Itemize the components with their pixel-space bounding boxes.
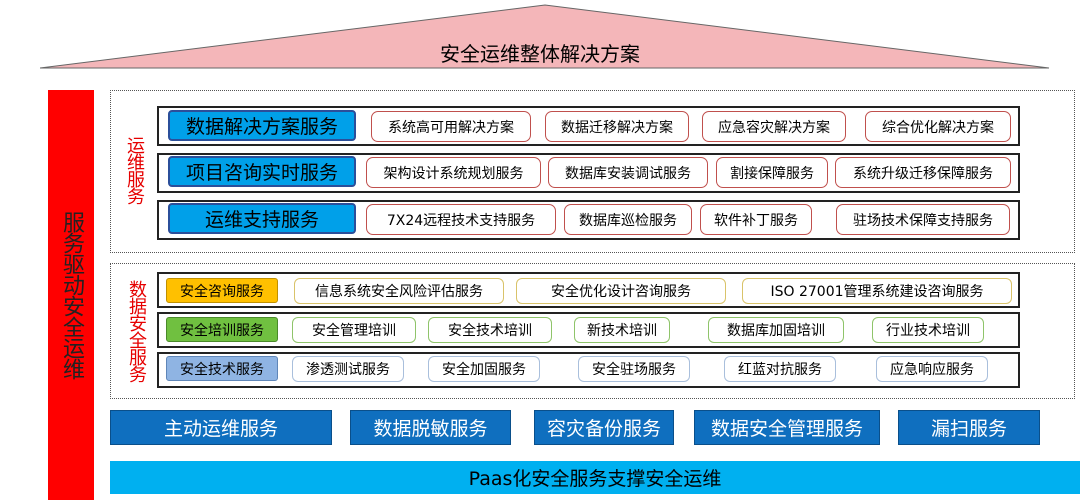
vuln-scan-service: 漏扫服务 [898,410,1040,445]
ops-item: 割接保障服务 [716,157,828,188]
ops-support-service: 运维支持服务 [168,203,356,234]
data-security-mgmt-service: 数据安全管理服务 [694,410,880,445]
sec-item: 红蓝对抗服务 [724,356,836,382]
ops-item: 数据迁移解决方案 [545,111,689,142]
sec-item: 安全管理培训 [292,317,416,343]
sec-item: 新技术培训 [574,317,670,343]
sec-item: 应急响应服务 [876,356,988,382]
security-consulting-service: 安全咨询服务 [166,278,278,303]
paas-bar: Paas化安全服务支撑安全运维 [110,461,1080,494]
disaster-backup-service: 容灾备份服务 [534,410,674,445]
sec-item: 安全技术培训 [428,317,552,343]
ops-item: 驻场技术保障支持服务 [836,204,1010,235]
ops-item: 应急容灾解决方案 [702,111,846,142]
ops-section-label: 运维服务 [124,136,145,204]
sec-item: 信息系统安全风险评估服务 [294,278,504,304]
ops-item: 数据库巡检服务 [564,204,692,235]
left-red-bar [48,90,94,500]
ops-item: 系统高可用解决方案 [371,111,531,142]
sec-item: ISO 27001管理系统建设咨询服务 [742,278,1012,304]
roof-shape [40,4,1050,69]
ops-item: 综合优化解决方案 [865,111,1011,142]
sec-item: 数据库加固培训 [708,317,844,343]
sec-item: 行业技术培训 [872,317,984,343]
solution-title: 安全运维整体解决方案 [440,42,640,66]
ops-item: 软件补丁服务 [700,204,812,235]
ops-item: 数据库安装调试服务 [548,157,708,188]
sec-item: 安全优化设计咨询服务 [516,278,726,304]
security-training-service: 安全培训服务 [166,317,278,342]
left-bar-label: 服务驱动安全运维 [59,211,84,379]
sec-item: 安全加固服务 [428,356,540,382]
data-masking-service: 数据脱敏服务 [350,410,511,445]
ops-item: 架构设计系统规划服务 [366,157,541,188]
sec-section-label: 数据安全服务 [126,280,147,382]
roof-triangle [40,4,1050,69]
ops-item: 系统升级迁移保障服务 [835,157,1011,188]
active-ops-service: 主动运维服务 [110,410,332,445]
security-tech-service: 安全技术服务 [166,356,278,381]
ops-section-frame [110,90,1075,253]
data-solution-service: 数据解决方案服务 [168,110,356,141]
sec-item: 安全驻场服务 [578,356,690,382]
ops-item: 7X24远程技术支持服务 [366,204,556,235]
sec-item: 渗透测试服务 [292,356,404,382]
project-consulting-service: 项目咨询实时服务 [168,156,356,187]
sec-section-frame [110,263,1075,399]
